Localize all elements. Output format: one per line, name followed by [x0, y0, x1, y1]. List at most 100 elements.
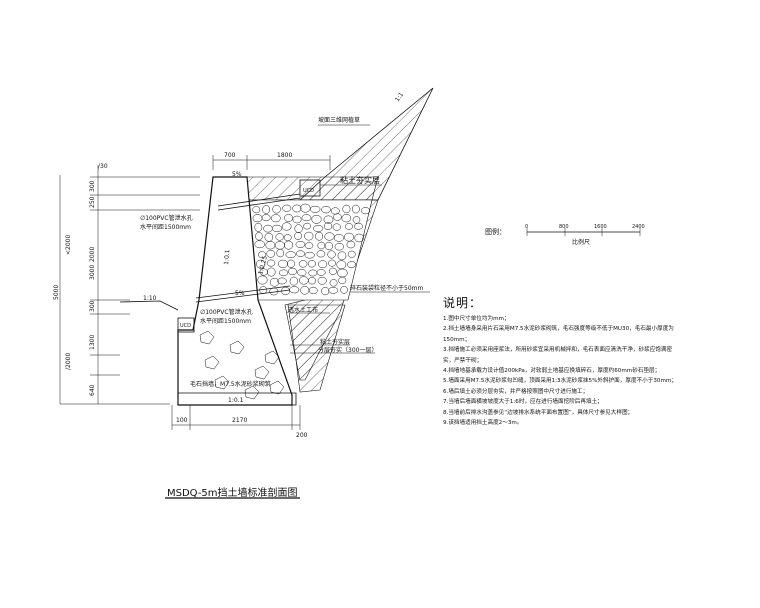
- gravel-stone: [333, 234, 344, 242]
- backfill-hatch-lower: [287, 304, 346, 393]
- label-ground-slope: 1:10: [143, 295, 157, 302]
- label-pvc-upper-2: 水平间距1500mm: [140, 223, 191, 231]
- gravel-stone: [261, 214, 271, 222]
- dim-3000: 3000: [89, 265, 96, 280]
- gravel-stone: [292, 215, 302, 224]
- note-item: 2.挡土墙墙身采用片石采用M7.5水泥砂浆砌筑，毛石强度等级不低于MU30，毛石…: [443, 326, 674, 343]
- gravel-stone: [272, 205, 281, 214]
- notes-header: 说明：: [443, 296, 483, 310]
- gravel-stone: [329, 279, 338, 287]
- gravel-stone: [284, 240, 294, 250]
- gravel-stone: [354, 233, 364, 243]
- gravel-stone: [278, 259, 288, 268]
- gravel-stone: [294, 224, 303, 233]
- wall-stone: [199, 330, 215, 345]
- gravel-stone: [332, 223, 341, 231]
- label-clay-cover: 粘土夯实层: [340, 175, 380, 185]
- note-item: 3.挡墙施工必须采用座浆法，所用砂浆宜采用机械拌和，毛石表面应清洗干净，砂浆应饱…: [443, 347, 673, 364]
- gravel-stone: [289, 276, 299, 286]
- wall-stone: [214, 375, 230, 390]
- dim-1800: 1800: [277, 152, 292, 159]
- gravel-stone: [266, 267, 276, 277]
- note-item: 6.墙后填土必须分层夯实，并严格按照图中尺寸进行施工；: [443, 388, 589, 395]
- gravel-stone: [271, 214, 281, 223]
- gravel-stone: [338, 276, 347, 285]
- scale-tick-2400: 2400: [632, 224, 645, 230]
- gravel-stone: [316, 250, 326, 258]
- gravel-stone: [303, 222, 311, 230]
- gravel-stone: [266, 249, 276, 258]
- note-item: 5.墙面采用M7.5水泥砂浆勾凹缝，顶面采用1:3水泥砂浆抹5%外斜护面，厚度不…: [443, 378, 677, 385]
- gravel-stone: [281, 222, 292, 231]
- label-slope-base: 1:0.1: [228, 397, 244, 404]
- gravel-stone: [297, 269, 307, 277]
- gravel-stone: [309, 205, 321, 213]
- gravel-stone: [284, 214, 293, 222]
- gravel-stone: [351, 204, 360, 214]
- label-ucd-bottom: UCD: [180, 323, 191, 329]
- dim-2000-mid: 2000: [89, 247, 96, 262]
- dim-250: 250: [89, 196, 96, 208]
- gravel-stone: [255, 232, 263, 241]
- gravel-stone: [300, 203, 311, 213]
- gravel-stone: [321, 206, 331, 214]
- gravel-stone: [301, 214, 312, 222]
- gravel-stone: [295, 241, 306, 248]
- gravel-stone: [277, 277, 287, 285]
- label-pvc-upper-1: ∅100PVC管泄水孔: [140, 214, 193, 222]
- gravel-stone: [298, 260, 308, 268]
- gravel-stone: [269, 277, 280, 287]
- gravel-stone: [296, 250, 305, 257]
- label-pvc-lower-2: 水平间距1500mm: [200, 317, 251, 325]
- label-masonry: 毛石挡墙，M7.5水泥砂浆砌筑: [190, 380, 271, 388]
- dim-200: 200: [296, 432, 308, 439]
- gravel-stone: [354, 222, 363, 230]
- gravel-stone: [271, 224, 283, 232]
- gravel-stone: [321, 286, 330, 296]
- note-item: 7.当墙后墙面横坡坡度大于1:6时，应在进行墙面挖阶后再填土；: [443, 399, 603, 406]
- note-item: 4.挡墙地基承载力设计值200kPa，对软弱土地基应换填碎石，厚度约60mm砂石…: [443, 368, 661, 375]
- gravel-stone: [254, 222, 263, 232]
- scale-tick-1600: 1600: [594, 224, 607, 230]
- gravel-stone: [346, 240, 356, 249]
- scale-tick-800: 800: [559, 224, 569, 230]
- gravel-stone: [324, 241, 334, 251]
- wall-footing: [177, 392, 297, 406]
- dim-100: 100: [176, 417, 188, 424]
- gravel-stone: [340, 286, 348, 294]
- gravel-stone: [328, 259, 336, 267]
- gravel-stone: [327, 250, 336, 259]
- gravel-stone: [361, 207, 370, 215]
- dim-300-top: 300: [89, 180, 96, 192]
- gravel-stone: [308, 286, 318, 295]
- dim-640: 640: [89, 384, 96, 396]
- gravel-stone: [275, 233, 284, 241]
- gravel-stone: [304, 242, 314, 249]
- gravel-stone: [337, 251, 347, 261]
- wall-stone: [264, 350, 280, 365]
- wall-stone: [269, 380, 285, 395]
- gravel-stone: [323, 215, 334, 224]
- gravel-stone: [262, 205, 270, 214]
- gravel-stone: [323, 222, 333, 230]
- scale-label: 图例：: [485, 227, 506, 236]
- gravel-stone: [285, 251, 296, 259]
- gravel-stone: [311, 214, 322, 224]
- note-item: 9.该挡墙适用挡土高度2～3m。: [443, 420, 523, 427]
- gravel-stone: [294, 231, 302, 240]
- label-geotextile: 透水土工布: [288, 306, 318, 314]
- dim-1300: 1300: [89, 335, 96, 350]
- gravel-stone: [304, 231, 314, 241]
- label-pct5-top: 5%: [232, 171, 242, 178]
- label-slope-wall: 1:0.1: [223, 249, 231, 265]
- gravel-stone: [318, 260, 328, 269]
- label-slope-ratio-top: 1:1: [394, 91, 405, 103]
- dim-2000-top: <2000: [65, 235, 72, 255]
- gravel-stone: [347, 261, 356, 268]
- gravel-stone: [287, 259, 295, 268]
- label-slope-back: 1:0.25: [257, 255, 269, 276]
- label-slope-plant: 坡面三维网植草: [318, 116, 360, 124]
- wall-stone: [254, 365, 270, 380]
- gravel-stone: [259, 268, 268, 276]
- wall-stone: [204, 355, 220, 370]
